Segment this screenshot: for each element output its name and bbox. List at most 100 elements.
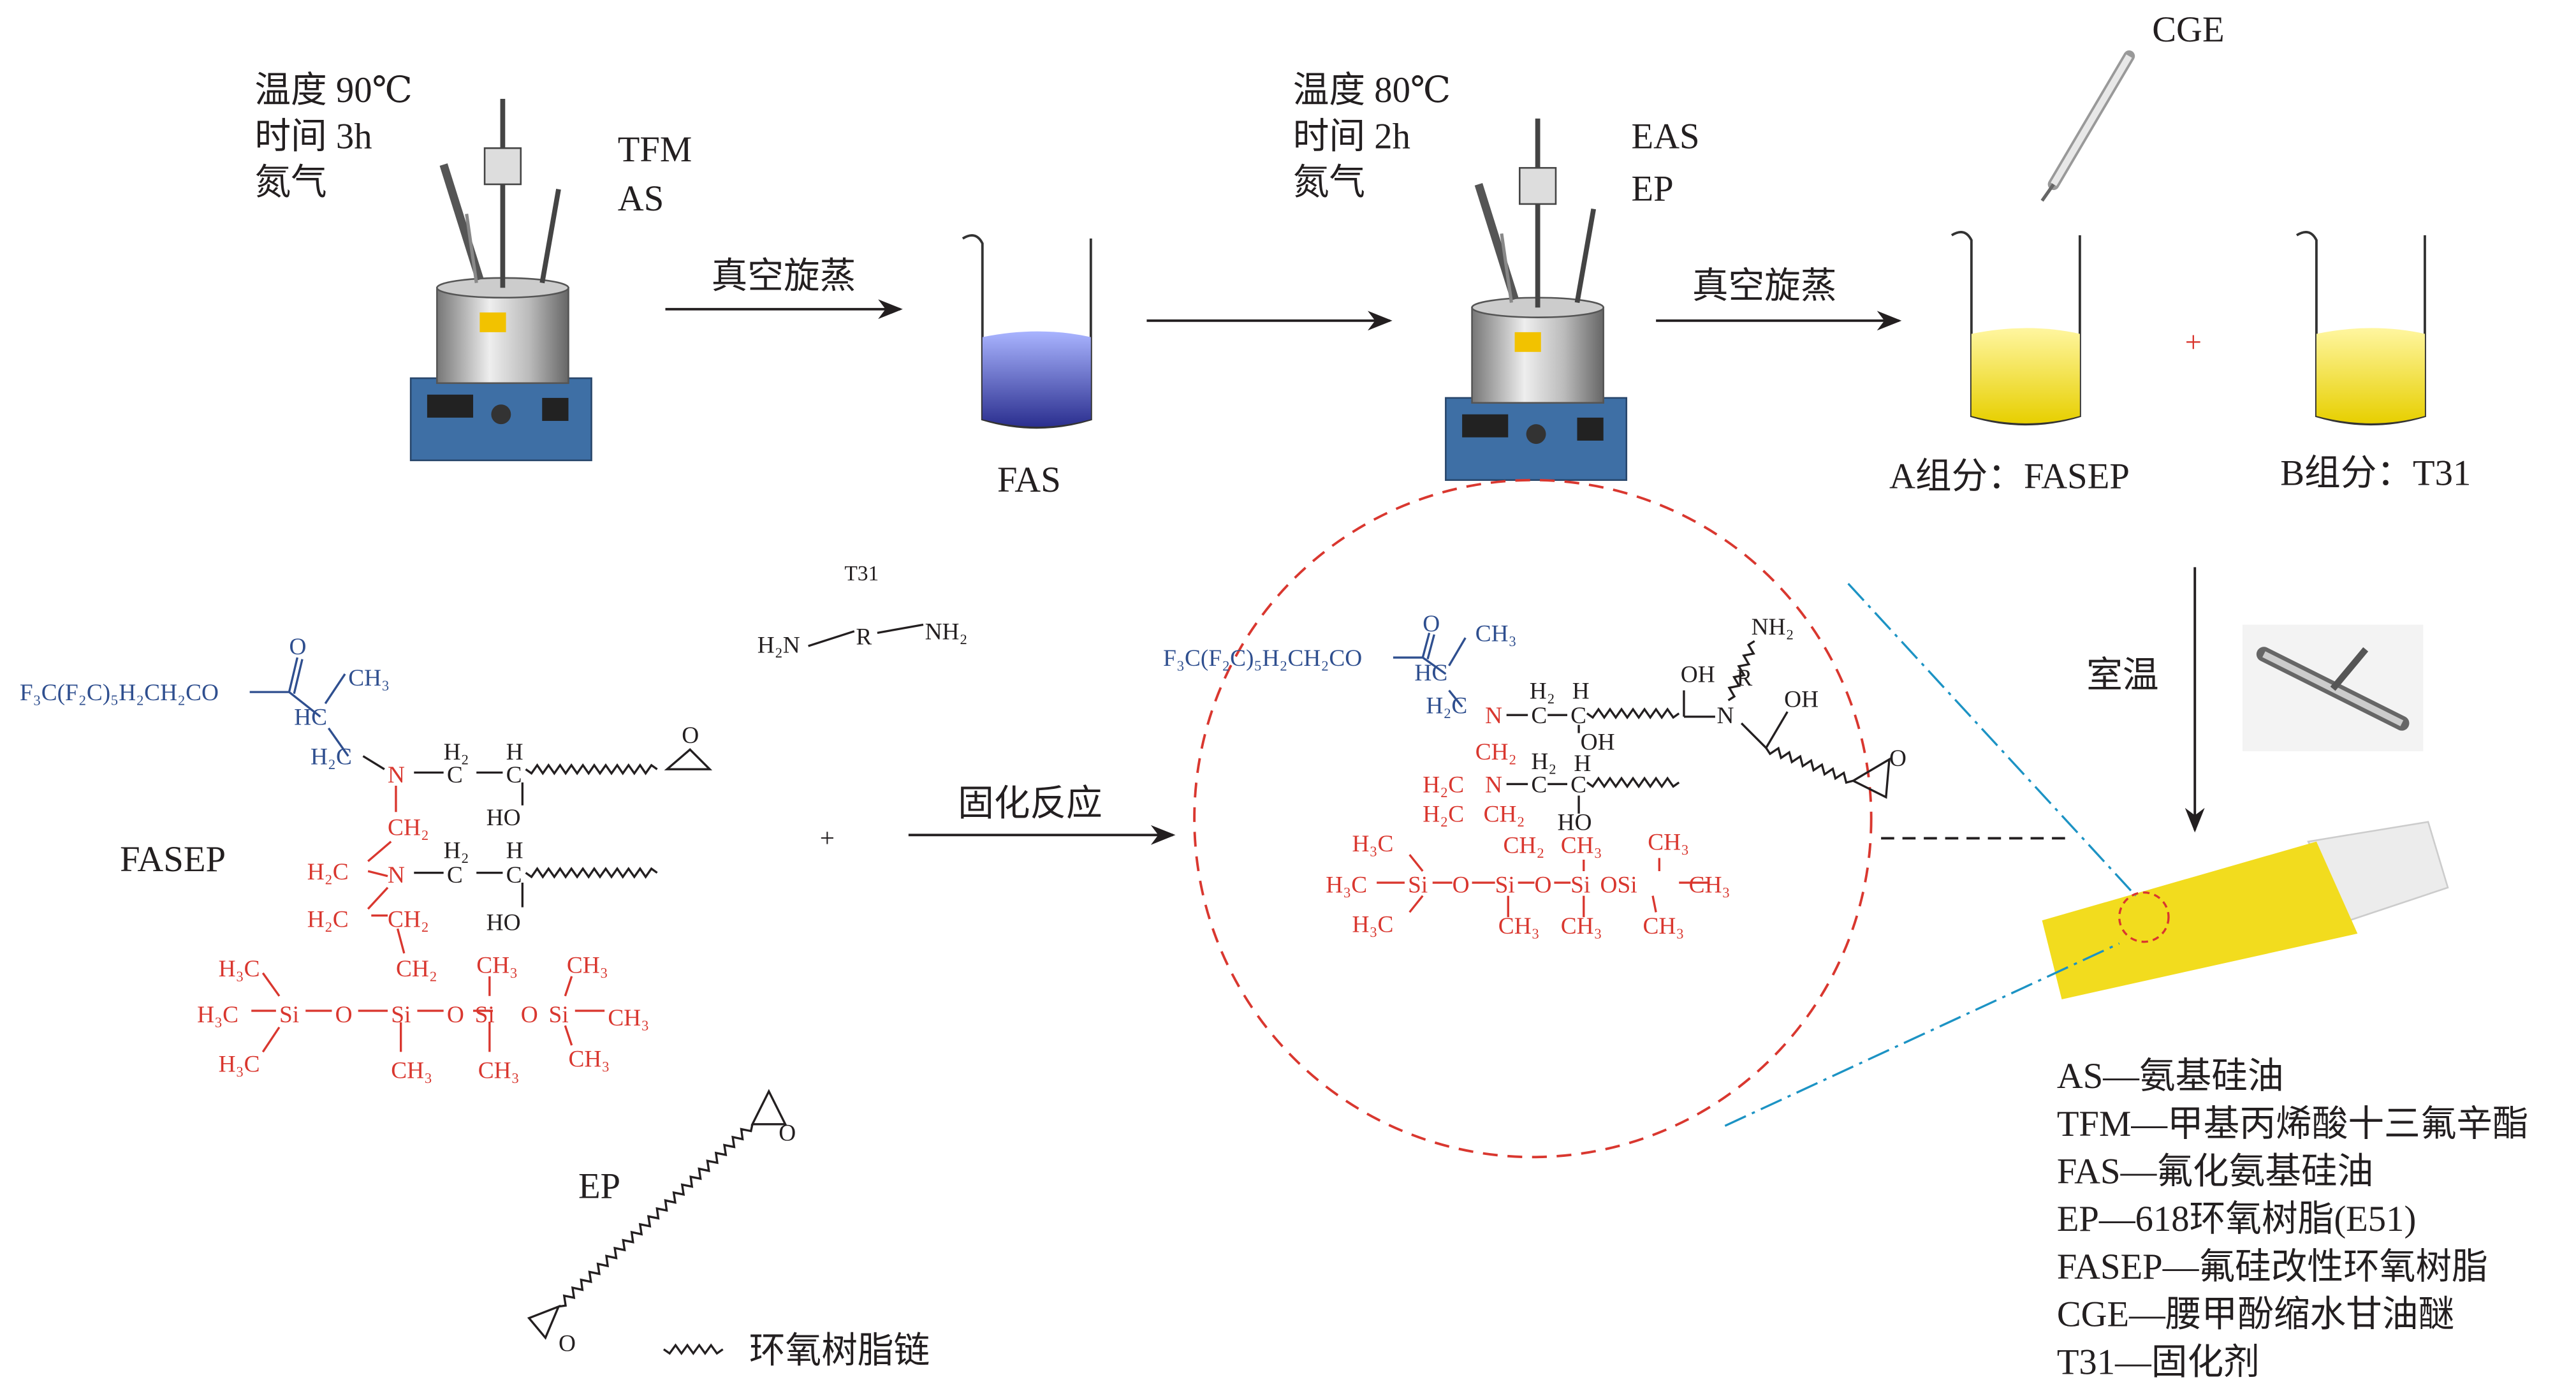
abbreviation-legend: AS—氨基硅油 TFM—甲基丙烯酸十三氟辛酯 FAS—氟化氨基硅油 EP—618… <box>2057 1056 2529 1382</box>
atom: CH₃ <box>568 1047 610 1073</box>
amine-chain <box>1727 640 1755 702</box>
epoxy-chain <box>1586 707 1680 719</box>
pipette-icon <box>2040 50 2135 202</box>
zoom-guide-line-upper <box>1847 582 2137 897</box>
atom: O <box>1889 746 1906 772</box>
epoxide-ring <box>750 1089 787 1126</box>
atom: H₂C <box>1426 693 1467 719</box>
epoxy-chain <box>525 763 658 775</box>
curing-label: 固化反应 <box>958 783 1102 823</box>
atom: O <box>289 634 306 660</box>
fas-beaker-image <box>961 234 1092 429</box>
cured-network-structure: F₃C(F₂C)₅H₂CH₂CO O CH₃ HC H₂C N C H₂ C H… <box>1163 611 1906 939</box>
atom: N <box>388 862 405 888</box>
magnified-region-circle <box>1193 478 1873 1159</box>
step1-arrow-label: 真空旋蒸 <box>712 256 856 296</box>
atom: C <box>447 762 463 788</box>
atom: N <box>1485 772 1502 798</box>
step2-time: 时间 2h <box>1293 116 1410 156</box>
atom: CH₃ <box>1498 913 1540 939</box>
component-b-beaker-image <box>2295 230 2426 426</box>
fasep-label: FASEP <box>120 839 226 879</box>
ep-label: EP <box>578 1166 620 1207</box>
step2-reagent-ep: EP <box>1631 169 1673 209</box>
t31-structure: H₂N R NH₂ <box>757 619 968 659</box>
atom: H₃C <box>1352 911 1393 937</box>
atom: C <box>1570 772 1586 798</box>
atom: HC <box>1414 660 1447 686</box>
epoxide-ring <box>527 1304 561 1340</box>
fluoro-tail: F₃C(F₂C)₅H₂CH₂CO <box>20 680 219 706</box>
epoxy-chain <box>525 867 658 879</box>
atom: H <box>1574 751 1591 777</box>
atom: CH₃ <box>478 1058 520 1084</box>
atom: HO <box>487 805 521 831</box>
atom: C <box>1531 703 1547 729</box>
component-a-label: A组分：FASEP <box>1889 457 2130 497</box>
reactor-2-image <box>1445 119 1626 480</box>
coated-substrate-image <box>2042 821 2449 999</box>
zoom-guide-line-lower <box>1724 942 2120 1127</box>
atom: CH₂ <box>388 907 429 933</box>
step1-reagent-as: AS <box>618 179 664 219</box>
atom: OH <box>1581 729 1615 755</box>
atom: H₂ <box>444 739 469 765</box>
atom: H₂ <box>444 837 469 864</box>
atom: O <box>335 1002 353 1028</box>
atom: H₂ <box>1530 678 1555 704</box>
epoxide-ring <box>1850 757 1891 799</box>
epoxide-ring <box>664 748 713 770</box>
plus-sign: + <box>2185 327 2202 359</box>
atom: N <box>1485 703 1502 729</box>
fasep-structure: F₃C(F₂C)₅H₂CH₂CO O CH₃ HC H₂C N C H₂ C H… <box>20 634 713 1084</box>
atom: H₂C <box>1423 802 1464 828</box>
atom: HO <box>1558 810 1592 836</box>
atom: CH₃ <box>1561 833 1602 859</box>
step1-time: 时间 3h <box>254 116 372 156</box>
legend-item: EP—618环氧树脂(E51) <box>2057 1199 2417 1239</box>
atom: OSi <box>1600 872 1637 898</box>
epoxy-chain <box>1765 746 1854 784</box>
epoxy-chain <box>1586 776 1680 789</box>
component-a-beaker-image <box>1950 230 2081 426</box>
atom: Si <box>1408 872 1428 898</box>
atom: H₂N <box>757 632 800 658</box>
epoxy-chain <box>558 1124 754 1308</box>
atom: H <box>1572 678 1590 704</box>
atom: CH₃ <box>608 1005 649 1031</box>
legend-item: T31—固化剂 <box>2057 1342 2260 1382</box>
step1-atmosphere: 氮气 <box>254 162 326 202</box>
fas-label: FAS <box>997 460 1061 500</box>
atom: R <box>856 624 872 650</box>
atom: Si <box>475 1002 495 1028</box>
fluoro-tail: F₃C(F₂C)₅H₂CH₂CO <box>1163 645 1362 672</box>
atom: CH₃ <box>391 1058 432 1084</box>
atom: CH₃ <box>1475 621 1517 647</box>
atom: O <box>447 1002 464 1028</box>
atom: Si <box>1570 872 1590 898</box>
atom: H <box>506 739 523 765</box>
atom: H₃C <box>1326 872 1367 898</box>
atom: CH₂ <box>1475 739 1517 765</box>
step2-arrow-label: 真空旋蒸 <box>1692 266 1837 306</box>
atom: Si <box>391 1002 411 1028</box>
legend-item: TFM—甲基丙烯酸十三氟辛酯 <box>2057 1104 2529 1144</box>
atom: O <box>779 1121 796 1147</box>
atom: CH₃ <box>476 953 518 979</box>
atom: H₂ <box>1531 749 1556 775</box>
atom: CH₃ <box>348 665 390 691</box>
atom: C <box>1531 772 1547 798</box>
atom: H₃C <box>1352 831 1393 857</box>
atom: CH₂ <box>396 956 437 982</box>
atom: C <box>1570 703 1586 729</box>
atom: CH₃ <box>1689 872 1731 898</box>
atom: H₃C <box>197 1002 238 1028</box>
atom: OH <box>1681 662 1715 688</box>
atom: O <box>682 723 699 749</box>
atom: NH₂ <box>1752 614 1794 640</box>
atom: HO <box>487 910 521 936</box>
legend-item: CGE—腰甲酚缩水甘油醚 <box>2057 1295 2454 1335</box>
atom: CH₂ <box>388 814 429 841</box>
atom: H <box>506 837 523 864</box>
legend-item: AS—氨基硅油 <box>2057 1056 2284 1096</box>
